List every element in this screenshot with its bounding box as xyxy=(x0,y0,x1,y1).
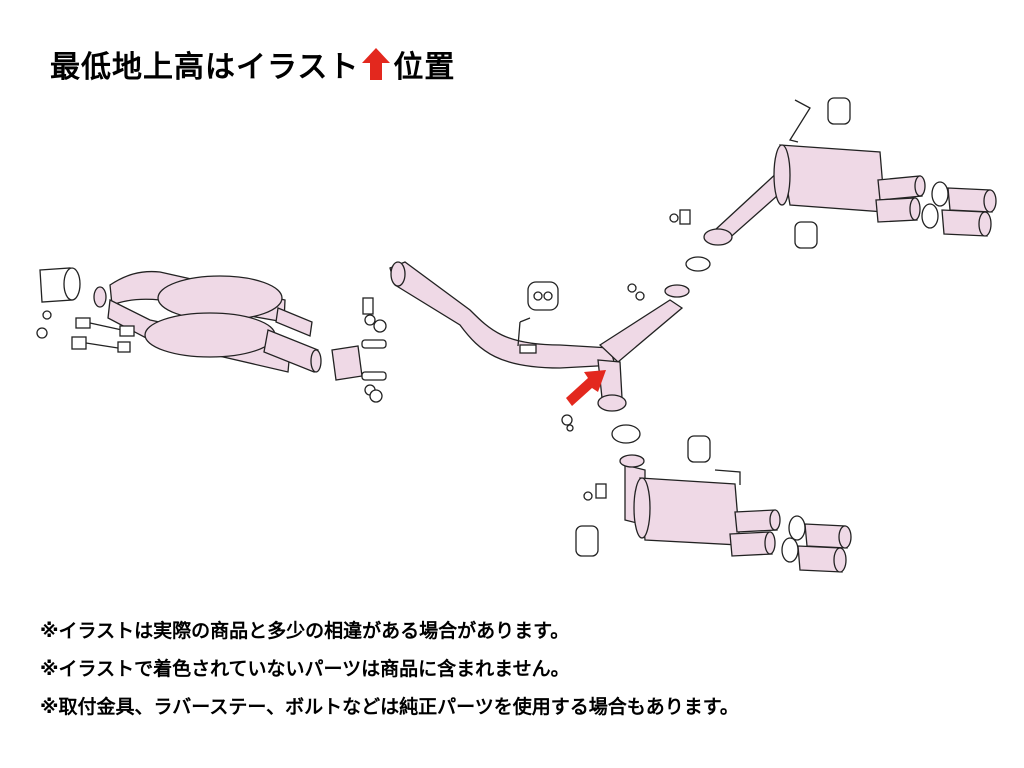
page-title: 最低地上高はイラスト 位置 xyxy=(50,42,455,86)
exhaust-tips-right xyxy=(941,187,997,237)
note-item: ※イラストで着色されていないパーツは商品に含まれません。 xyxy=(40,658,570,680)
center-y-pipe xyxy=(389,261,690,412)
front-hardware xyxy=(36,297,387,403)
note-item: ※イラストは実際の商品と多少の相違がある場合があります。 xyxy=(40,620,570,642)
rear-muffler-left xyxy=(619,454,781,557)
location-marker xyxy=(566,370,606,406)
title-suffix: 位置 xyxy=(393,50,456,85)
center-hardware xyxy=(527,256,711,444)
rear-right-hardware xyxy=(669,97,949,249)
front-pipe-section xyxy=(39,267,363,381)
title-prefix: 最低地上高はイラスト xyxy=(50,50,360,85)
rear-muffler-right xyxy=(703,99,926,246)
exhaust-tips-left xyxy=(797,523,852,573)
disclaimer-notes: ※イラストは実際の商品と多少の相違がある場合があります。 ※イラストで着色されて… xyxy=(40,612,739,726)
exhaust-diagram xyxy=(36,97,997,573)
red-up-arrow-icon xyxy=(362,48,391,80)
rear-left-hardware xyxy=(575,435,806,563)
note-item: ※取付金具、ラバーステー、ボルトなどは純正パーツを使用する場合もあります。 xyxy=(40,696,739,718)
